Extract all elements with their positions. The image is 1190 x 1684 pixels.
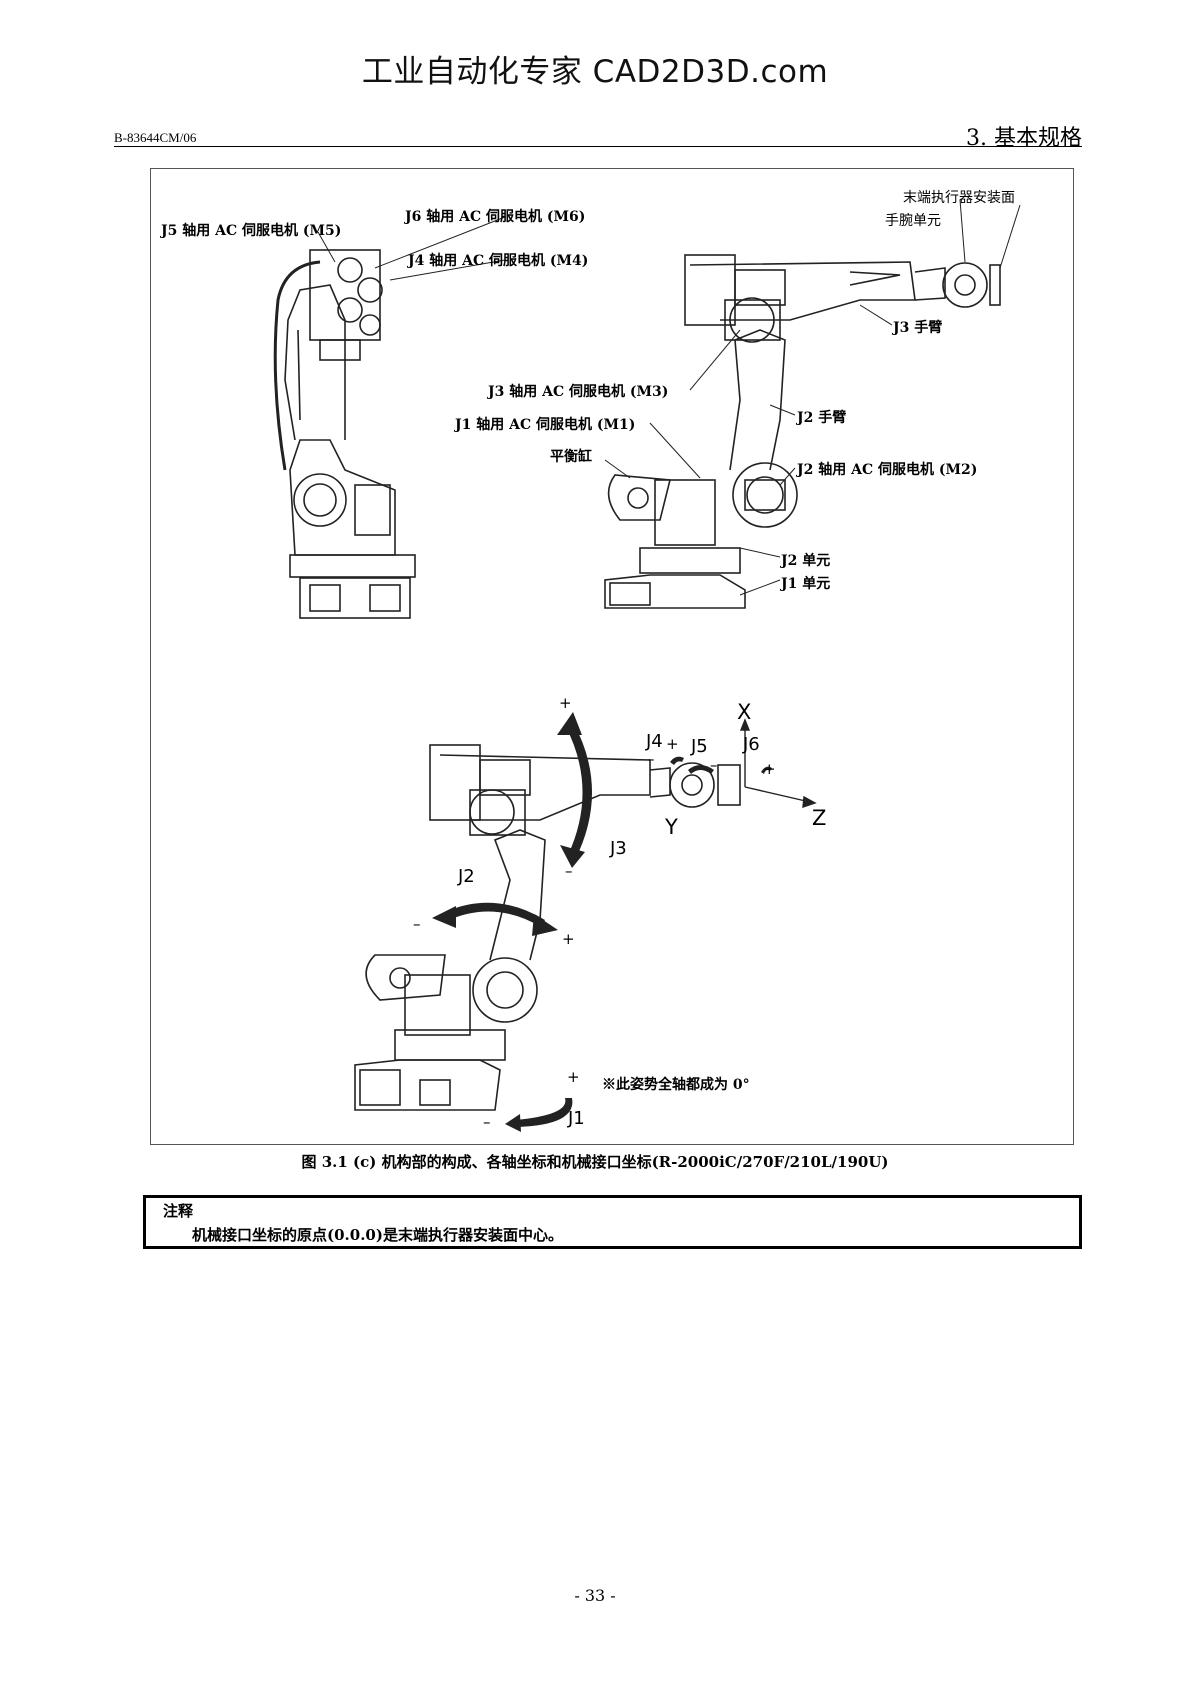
j1-label: J1 [568,1108,585,1129]
j2-minus-sign: – [413,915,421,933]
side-view-robot [273,249,416,619]
j2-label: J2 [458,866,475,887]
j4-plus-sign: + [666,735,679,753]
label-j3-motor: J3 轴用 AC 伺服电机 (M3) [488,384,669,400]
j4-label: J4 [646,731,663,752]
watermark: 工业自动化专家 CAD2D3D.com [361,54,829,90]
label-j2-arm: J2 手臂 [797,410,847,426]
header-rule [114,146,1082,147]
label-wrist-unit: 手腕单元 [885,213,941,229]
label-j2-unit: J2 单元 [781,553,831,569]
note-title: 注释 [163,1202,194,1220]
axis-x-label: X [737,700,752,724]
label-j2-motor: J2 轴用 AC 伺服电机 (M2) [797,462,978,478]
label-j5-motor: J5 轴用 AC 伺服电机 (M5) [161,223,342,239]
j6-label: J6 [743,734,760,755]
j1-minus-sign: – [483,1113,491,1131]
j3-minus-sign: – [565,862,573,880]
j2-plus-sign: + [562,930,575,948]
label-j6-motor: J6 轴用 AC 伺服电机 (M6) [405,209,586,225]
label-j1-unit: J1 单元 [781,576,831,592]
tool-coordinate-axes [739,718,817,809]
j1-plus-sign: + [567,1068,580,1086]
j6-plus-sign: + [763,760,776,778]
label-end-effector-surface: 末端执行器安装面 [903,190,1015,206]
label-j1-motor: J1 轴用 AC 伺服电机 (M1) [455,417,636,433]
j5-label: J5 [691,736,708,757]
note-box [143,1195,1082,1249]
label-j4-motor: J4 轴用 AC 伺服电机 (M4) [408,253,589,269]
axis-y-label: Y [665,815,678,839]
axis-z-label: Z [812,806,827,830]
leader-lines [317,199,1021,596]
j3-label: J3 [610,838,627,859]
label-j3-arm: J3 手臂 [893,320,943,336]
page-number: - 33 - [574,1586,616,1605]
rotation-arrows [432,712,772,1132]
figure-caption: 图 3.1 (c) 机构部的构成、各轴坐标和机械接口坐标(R-2000iC/27… [301,1153,889,1171]
note-text: 机械接口坐标的原点(0.0.0)是末端执行器安装面中心。 [192,1226,563,1244]
figure-frame [150,168,1074,1145]
front-view-robot [604,254,1001,609]
j5-minus-sign: – [710,756,718,774]
j3-plus-sign: + [559,694,572,712]
zero-posture-note: ※此姿势全轴都成为 0° [602,1077,750,1093]
j4-minus-sign: – [647,750,655,768]
document-code: B-83644CM/06 [114,130,197,145]
label-balancer: 平衡缸 [550,449,592,465]
